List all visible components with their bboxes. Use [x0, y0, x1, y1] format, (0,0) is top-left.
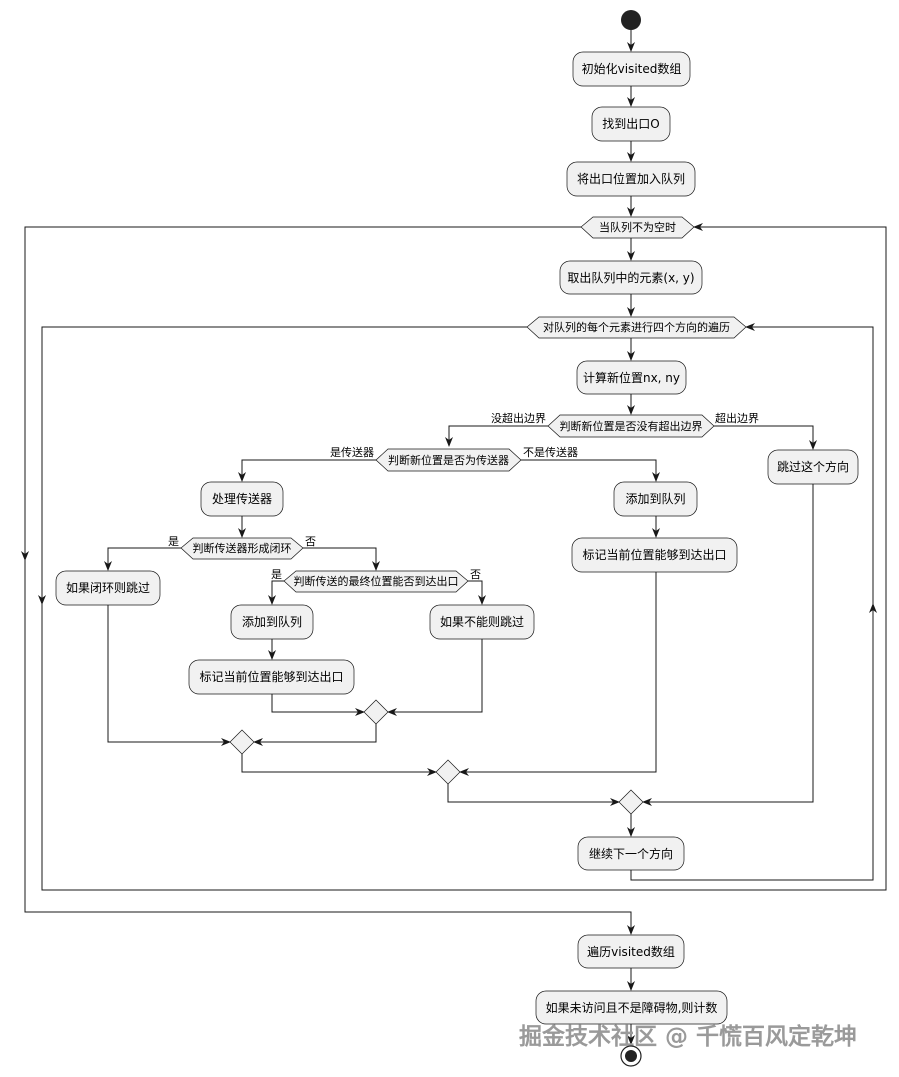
label-in-bounds: 没超出边界 — [491, 411, 546, 425]
decision-while-queue: 当队列不为空时 — [580, 216, 695, 239]
label-not-conveyor: 不是传送器 — [523, 445, 578, 459]
svg-text:继续下一个方向: 继续下一个方向 — [589, 846, 673, 861]
svg-text:判断新位置是否为传送器: 判断新位置是否为传送器 — [388, 453, 509, 467]
decision-check-final: 判断传送的最终位置能否到达出口 — [283, 570, 469, 593]
svg-text:初始化visited数组: 初始化visited数组 — [582, 61, 682, 76]
label-final-yes: 是 — [271, 568, 282, 581]
node-count-cells: 如果未访问且不是障碍物,则计数 — [535, 990, 728, 1025]
decision-check-loop: 判断传送器形成闭环 — [180, 537, 304, 560]
svg-text:取出队列中的元素(x, y): 取出队列中的元素(x, y) — [567, 270, 694, 285]
svg-text:跳过这个方向: 跳过这个方向 — [777, 459, 849, 474]
svg-text:标记当前位置能够到达出口: 标记当前位置能够到达出口 — [582, 547, 726, 562]
node-dequeue: 取出队列中的元素(x, y) — [559, 260, 703, 295]
label-is-conveyor: 是传送器 — [330, 445, 374, 459]
decision-check-bounds: 判断新位置是否没有超出边界 — [547, 414, 715, 438]
node-next-direction: 继续下一个方向 — [577, 836, 685, 871]
edges — [21, 30, 887, 1045]
svg-text:添加到队列: 添加到队列 — [242, 614, 302, 629]
svg-text:判断传送器形成闭环: 判断传送器形成闭环 — [193, 541, 292, 555]
label-loop-yes: 是 — [168, 535, 179, 548]
svg-text:标记当前位置能够到达出口: 标记当前位置能够到达出口 — [199, 669, 343, 684]
decision-check-conveyor: 判断新位置是否为传送器 — [375, 448, 522, 472]
node-skip-if-loop: 如果闭环则跳过 — [55, 570, 161, 606]
end-node — [620, 1045, 642, 1067]
svg-text:如果未访问且不是障碍物,则计数: 如果未访问且不是障碍物,则计数 — [546, 1000, 718, 1015]
node-traverse-visited: 遍历visited数组 — [577, 934, 685, 969]
node-skip-if-cannot: 如果不能则跳过 — [429, 604, 535, 640]
svg-text:将出口位置加入队列: 将出口位置加入队列 — [577, 171, 685, 186]
node-add-queue-1: 添加到队列 — [613, 481, 698, 517]
svg-text:如果闭环则跳过: 如果闭环则跳过 — [66, 580, 150, 595]
merge-diamond-conveyor — [435, 759, 461, 785]
node-init-visited: 初始化visited数组 — [572, 51, 691, 87]
node-calc-new-pos: 计算新位置nx, ny — [576, 360, 687, 395]
node-mark-reach-1: 标记当前位置能够到达出口 — [571, 537, 738, 573]
node-handle-conveyor: 处理传送器 — [200, 481, 284, 517]
node-enqueue-exit: 将出口位置加入队列 — [566, 161, 696, 197]
svg-text:如果不能则跳过: 如果不能则跳过 — [440, 614, 524, 629]
svg-text:计算新位置nx, ny: 计算新位置nx, ny — [583, 370, 680, 385]
node-add-queue-2: 添加到队列 — [230, 604, 314, 640]
svg-text:对队列的每个元素进行四个方向的遍历: 对队列的每个元素进行四个方向的遍历 — [543, 320, 730, 334]
node-mark-reach-2: 标记当前位置能够到达出口 — [188, 659, 355, 695]
label-loop-no: 否 — [305, 535, 316, 548]
decision-for-each-direction: 对队列的每个元素进行四个方向的遍历 — [526, 316, 747, 339]
svg-text:处理传送器: 处理传送器 — [212, 491, 272, 506]
svg-text:当队列不为空时: 当队列不为空时 — [599, 220, 676, 234]
svg-text:找到出口O: 找到出口O — [602, 117, 659, 131]
watermark: 掘金技术社区 @ 千慌百风定乾坤 — [519, 1023, 857, 1050]
merge-diamond-final — [363, 699, 389, 725]
start-node — [621, 10, 641, 30]
node-find-exit: 找到出口O — [591, 106, 671, 142]
merge-diamond-loop — [229, 729, 255, 755]
label-out-bounds: 超出边界 — [715, 411, 759, 425]
label-final-no: 否 — [470, 568, 481, 581]
svg-text:判断新位置是否没有超出边界: 判断新位置是否没有超出边界 — [560, 419, 703, 433]
svg-text:遍历visited数组: 遍历visited数组 — [587, 944, 675, 959]
svg-text:判断传送的最终位置能否到达出口: 判断传送的最终位置能否到达出口 — [294, 574, 459, 588]
svg-text:添加到队列: 添加到队列 — [625, 491, 685, 506]
node-skip-direction: 跳过这个方向 — [767, 449, 859, 485]
merge-diamond-bounds — [618, 789, 644, 815]
